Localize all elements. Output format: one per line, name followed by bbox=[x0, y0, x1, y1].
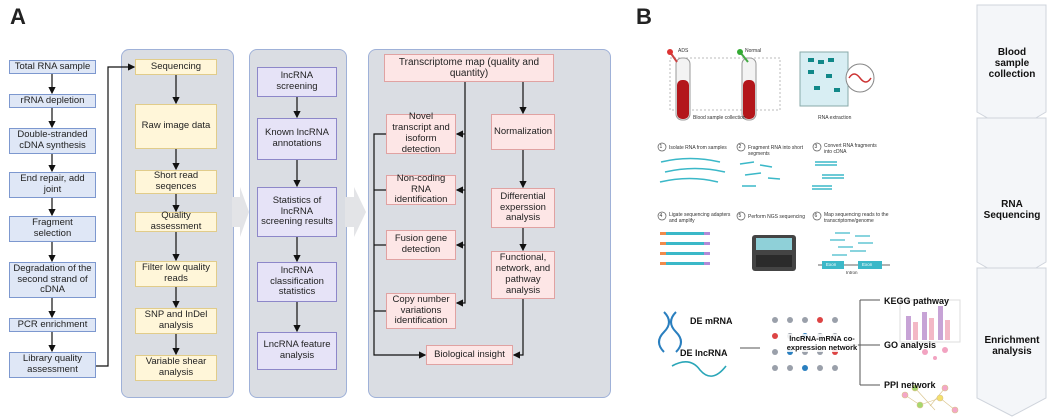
step-pcr: PCR enrichment bbox=[9, 318, 96, 332]
lncrna-strand-icon bbox=[671, 361, 727, 377]
seq-step-3: Convert RNA fragments into cDNA bbox=[824, 143, 877, 155]
step-biological-insight: Biological insight bbox=[426, 345, 513, 365]
adapter-reads-icon bbox=[660, 232, 710, 265]
chevron-arrow bbox=[345, 187, 366, 237]
step-screening-stats: Statistics of lncRNA screening results bbox=[257, 187, 337, 237]
ppi-network-icon bbox=[901, 384, 959, 414]
blood-tube-ad-icon bbox=[667, 49, 691, 121]
label-ppi: PPI network bbox=[884, 380, 936, 390]
step-num-3: 3 bbox=[814, 144, 818, 150]
stage-label-seq: RNA Sequencing bbox=[983, 199, 1041, 221]
label-de-lncrna: DE lncRNA bbox=[680, 348, 728, 358]
step-library-qa: Library quality assessment bbox=[9, 352, 96, 378]
step-num-4: 4 bbox=[659, 213, 663, 219]
step-lncrna-screening: lncRNA screening bbox=[257, 67, 337, 97]
rna-extraction-gel-icon bbox=[799, 51, 875, 107]
step-transcriptome-map: Transcriptome map (quality and quantity) bbox=[384, 54, 554, 82]
step-num-5: 5 bbox=[738, 213, 742, 219]
step-degradation: Degradation of the second strand of cDNA bbox=[9, 262, 96, 298]
label-exon-2: Exon bbox=[862, 262, 873, 267]
step-num-6: 6 bbox=[814, 213, 818, 219]
ngs-sequencer-icon bbox=[752, 235, 796, 271]
label-normal: Normal bbox=[745, 48, 762, 54]
stage-shape-enrich bbox=[976, 267, 1047, 417]
step-variable-shear: Variable shear analysis bbox=[135, 355, 217, 381]
step-fragment-selection: Fragment selection bbox=[9, 216, 96, 242]
label-ad: ADS bbox=[678, 48, 689, 54]
step-cdna-synthesis: Double-stranded cDNA synthesis bbox=[9, 128, 96, 154]
group-transcriptome bbox=[368, 49, 611, 398]
step-filter-reads: Filter low quality reads bbox=[135, 261, 217, 287]
step-classification-stats: lncRNA classification statistics bbox=[257, 262, 337, 302]
step-raw-image: Raw image data bbox=[135, 104, 217, 149]
label-coexpression-network: lncRNA-mRNA co-expression network bbox=[786, 334, 858, 352]
label-go: GO analysis bbox=[884, 340, 937, 350]
step-sequencing: Sequencing bbox=[135, 59, 217, 75]
rna-strands-icon bbox=[659, 157, 844, 190]
label-kegg: KEGG pathway bbox=[884, 296, 950, 306]
step-known-annotations: Known lncRNA annotations bbox=[257, 118, 337, 160]
step-num-1: 1 bbox=[659, 144, 663, 150]
seq-step-2: Fragment RNA into short segments bbox=[748, 145, 804, 157]
step-functional-analysis: Functional, network, and pathway analysi… bbox=[491, 251, 555, 299]
step-fusion-gene: Fusion gene detection bbox=[386, 230, 456, 260]
seq-step-6: Map sequencing reads to the transcriptom… bbox=[824, 212, 889, 224]
step-copy-number: Copy number variations identification bbox=[386, 293, 456, 329]
seq-step-1: Isolate RNA from samples bbox=[669, 145, 727, 151]
step-short-reads: Short read seqences bbox=[135, 170, 217, 194]
kegg-bar-chart-icon bbox=[899, 299, 961, 343]
panel-label-a: A bbox=[10, 4, 26, 29]
step-feature-analysis: LncRNA feature analysis bbox=[257, 332, 337, 370]
mapping-reads-icon bbox=[830, 232, 873, 256]
step-snp-indel: SNP and InDel analysis bbox=[135, 308, 217, 334]
label-intron: Intron bbox=[846, 270, 858, 275]
step-differential-expression: Differential experssion analysis bbox=[491, 188, 555, 228]
seq-step-4: Ligate sequencing adapters and amplify bbox=[669, 212, 731, 224]
step-end-repair: End repair, add joint bbox=[9, 172, 96, 198]
step-total-rna: Total RNA sample bbox=[9, 60, 96, 74]
step-noncoding-rna: Non-coding RNA identification bbox=[386, 173, 456, 205]
caption-rna-extraction: RNA extraction bbox=[818, 115, 852, 121]
panel-label-b: B bbox=[636, 4, 652, 29]
step-novel-transcript: Novel transcript and isoform detection bbox=[386, 111, 456, 155]
go-scatter-icon bbox=[922, 347, 948, 360]
step-normalization: Normalization bbox=[491, 114, 555, 150]
label-de-mrna: DE mRNA bbox=[690, 316, 733, 326]
exon-intron-icon bbox=[818, 261, 890, 269]
dna-helix-icon bbox=[658, 311, 682, 353]
blood-tube-normal-icon bbox=[737, 49, 757, 121]
step-number-badges bbox=[657, 142, 822, 221]
step-rrna-depletion: rRNA depletion bbox=[9, 94, 96, 108]
seq-step-5: Perform NGS sequencing bbox=[748, 214, 805, 220]
label-exon-1: Exon bbox=[826, 262, 837, 267]
step-num-2: 2 bbox=[738, 144, 742, 150]
flow-arrows bbox=[48, 63, 527, 367]
step-quality-assessment: Quality assessment bbox=[135, 210, 217, 232]
stage-label-blood: Blood sample collection bbox=[988, 46, 1036, 80]
caption-blood-collection: Blood sample collection bbox=[693, 115, 746, 121]
chevron-arrow bbox=[232, 187, 249, 237]
stage-label-enrich: Enrichment analysis bbox=[984, 335, 1040, 357]
